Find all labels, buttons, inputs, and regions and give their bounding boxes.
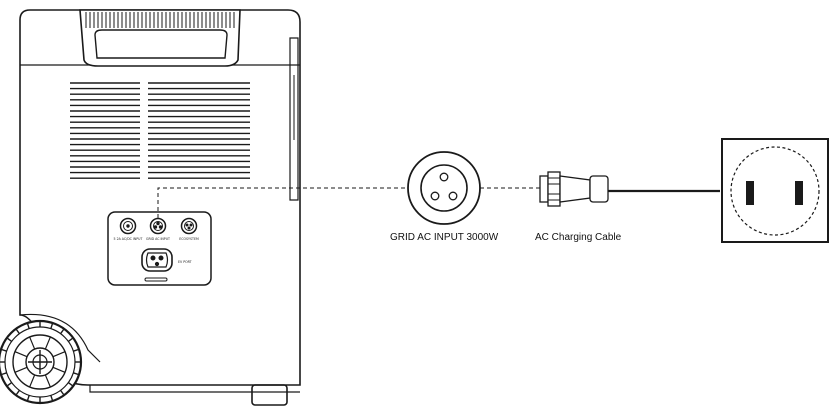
plug-icon — [539, 171, 720, 207]
wheel-tread-mark — [73, 348, 79, 352]
wheel-tread-mark — [26, 395, 30, 401]
wheel-tread-mark — [7, 337, 13, 342]
connection-line — [157, 187, 540, 218]
port-3-label: ECOSYSTEM — [179, 237, 199, 241]
wheel-spoke — [44, 336, 51, 350]
handle — [79, 9, 241, 67]
grid-ac-input-label: GRID AC INPUT 3000W — [390, 232, 499, 243]
wheel-icon — [0, 319, 83, 405]
wheel-tread-mark — [50, 323, 54, 329]
ac-charging-cable-label: AC Charging Cable — [535, 232, 622, 243]
wheel-tread-mark — [60, 329, 65, 335]
wheel-spoke — [44, 374, 51, 388]
wheel-tread-mark — [50, 395, 54, 401]
ecosystem-port — [180, 217, 198, 235]
grid-ac-input-port — [149, 217, 167, 235]
wheel-tread-mark — [15, 389, 20, 395]
wheel-spoke — [52, 366, 66, 373]
wheel-spoke — [29, 374, 36, 388]
port-panel — [107, 211, 212, 286]
ev-port — [141, 248, 173, 272]
wall-outlet-icon — [721, 138, 829, 243]
side-vents — [70, 82, 250, 179]
wheel-tread-mark — [73, 372, 79, 376]
port-1-label: 5 2A AC/DC INPUT — [114, 237, 143, 241]
ac-dc-input-port — [119, 217, 137, 235]
port-2-label: GRID AC INPUT — [146, 237, 170, 241]
wheel-tread-mark — [1, 372, 7, 376]
wheel-tread-mark — [7, 382, 13, 387]
wheel-tread-mark — [15, 329, 20, 335]
wheel-tread-mark — [26, 323, 30, 329]
ev-port-label: EV PORT — [178, 260, 192, 264]
wheel-tread-mark — [60, 389, 65, 395]
wheel-tread-mark — [67, 382, 73, 387]
wheel-tread-mark — [67, 337, 73, 342]
wheel-spoke — [52, 351, 66, 358]
wheel-spoke — [14, 366, 28, 373]
wheel-spoke — [14, 351, 28, 358]
grid-ac-input-socket — [407, 151, 481, 225]
wheel-spoke — [29, 336, 36, 350]
wheel-tread-mark — [1, 348, 7, 352]
